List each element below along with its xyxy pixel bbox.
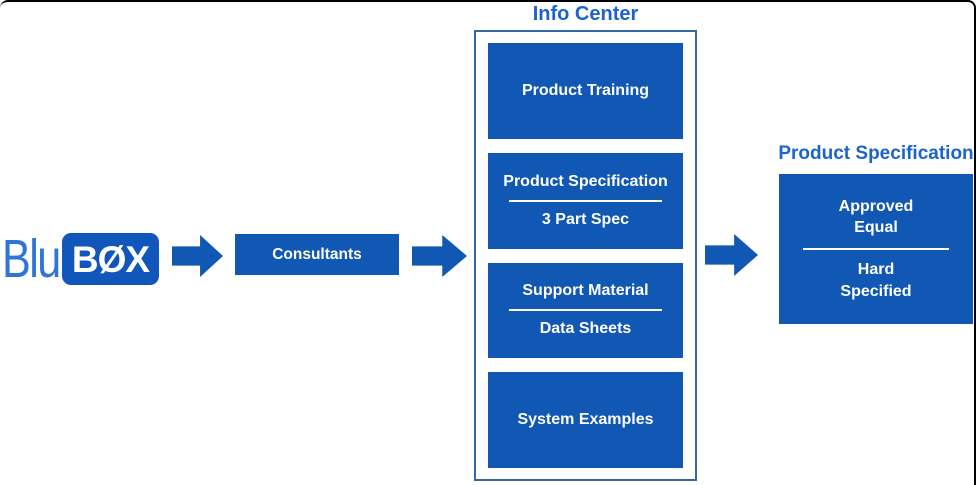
- product-specification-box: Approved Equal Hard Specified: [779, 174, 973, 324]
- hard-specified-label-line2: Specified: [840, 282, 912, 300]
- consultants-label: Consultants: [272, 245, 362, 263]
- box-label: System Examples: [517, 411, 654, 429]
- flow-arrow-icon: [705, 234, 758, 276]
- box-label: Product Specification: [503, 172, 668, 190]
- info-center-title: Info Center: [532, 3, 639, 25]
- box-sublabel: 3 Part Spec: [541, 210, 630, 228]
- approved-equal-label-line1: Approved: [838, 197, 914, 215]
- consultants-box: Consultants: [235, 234, 399, 275]
- divider-line: [509, 309, 662, 312]
- info-center-box-support-material: Support Material Data Sheets: [488, 262, 683, 359]
- flow-arrow-icon: [412, 235, 467, 277]
- info-center-box-product-training: Product Training: [488, 43, 683, 139]
- product-specification-title: Product Specification: [778, 143, 974, 164]
- info-center-box-system-examples: System Examples: [488, 372, 683, 468]
- flow-arrow-icon: [172, 235, 223, 277]
- box-label: Support Material: [522, 282, 649, 300]
- approved-equal-label-line2: Equal: [854, 219, 898, 237]
- divider-line: [509, 199, 662, 202]
- hard-specified-label-line1: Hard: [857, 261, 895, 278]
- divider-line: [803, 248, 949, 250]
- box-label: Product Training: [521, 81, 650, 99]
- logo-text-box: BØX: [71, 238, 150, 280]
- box-sublabel: Data Sheets: [539, 320, 632, 338]
- blubox-logo: Blu BØX: [2, 229, 159, 289]
- info-center-frame: Product Training Product Specification 3…: [474, 30, 697, 481]
- logo-box: BØX: [62, 233, 159, 285]
- info-center-box-product-specification: Product Specification 3 Part Spec: [488, 152, 683, 249]
- logo-text-blu: Blu: [2, 229, 61, 289]
